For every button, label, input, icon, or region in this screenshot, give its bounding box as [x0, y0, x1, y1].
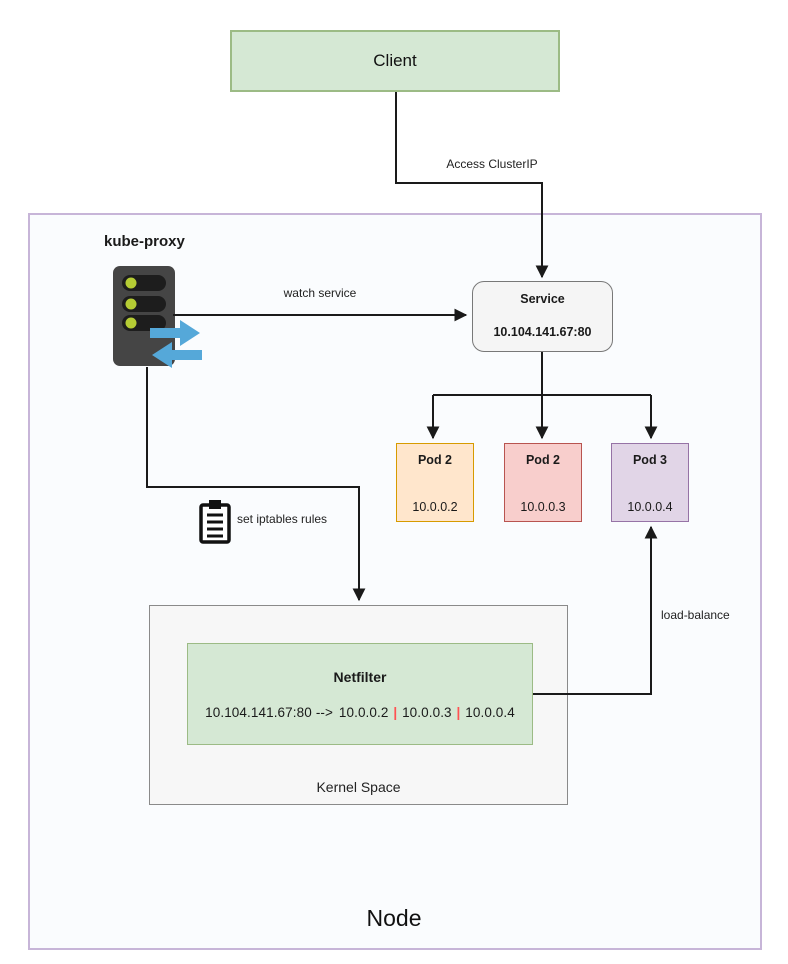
edge-label-set-iptables-rules: set iptables rules	[237, 512, 328, 526]
pod-ip: 10.0.0.2	[412, 500, 458, 514]
pod-ip: 10.0.0.4	[627, 500, 673, 514]
server-slots	[122, 275, 166, 331]
pod-name: Pod 2	[525, 453, 561, 467]
netfilter-rule: 10.104.141.67:80--> 10.0.0.2 | 10.0.0.3 …	[188, 705, 532, 720]
pod-name: Pod 3	[632, 453, 668, 467]
server-led	[125, 317, 137, 329]
kernel-space-label: Kernel Space	[316, 779, 401, 795]
iptables-rules-icon	[199, 500, 231, 544]
rule-target: 10.0.0.2	[338, 705, 389, 720]
edge-label-load-balance: load-balance	[661, 608, 730, 622]
rule-arrow: -->	[315, 705, 334, 720]
client-box: Client	[230, 30, 560, 92]
pod-box: Pod 2 10.0.0.2	[396, 443, 474, 522]
rule-target: 10.0.0.4	[465, 705, 515, 720]
node-label: Node	[366, 905, 422, 931]
server-led	[125, 298, 137, 310]
rule-separator: |	[456, 705, 461, 720]
service-title: Service	[520, 292, 565, 306]
rule-target: 10.0.0.3	[402, 705, 452, 720]
edge-label-watch-service: watch service	[283, 286, 357, 300]
pod-box: Pod 3 10.0.0.4	[611, 443, 689, 522]
pod-box: Pod 2 10.0.0.3	[504, 443, 582, 522]
pod-ip: 10.0.0.3	[520, 500, 566, 514]
kube-proxy-label: kube-proxy	[104, 233, 185, 250]
netfilter-box: Netfilter 10.104.141.67:80--> 10.0.0.2 |…	[187, 643, 533, 745]
server-icon	[113, 266, 202, 368]
rule-source: 10.104.141.67:80	[205, 705, 312, 720]
sync-arrows-icon	[150, 320, 202, 368]
client-label: Client	[373, 51, 417, 70]
pod-name: Pod 2	[417, 453, 453, 467]
server-led	[125, 277, 137, 289]
edge-label-access-clusterip: Access ClusterIP	[446, 157, 538, 171]
service-address: 10.104.141.67:80	[493, 325, 592, 339]
rule-separator: |	[393, 705, 398, 720]
service-box: Service 10.104.141.67:80	[472, 281, 613, 352]
netfilter-title: Netfilter	[333, 669, 387, 685]
